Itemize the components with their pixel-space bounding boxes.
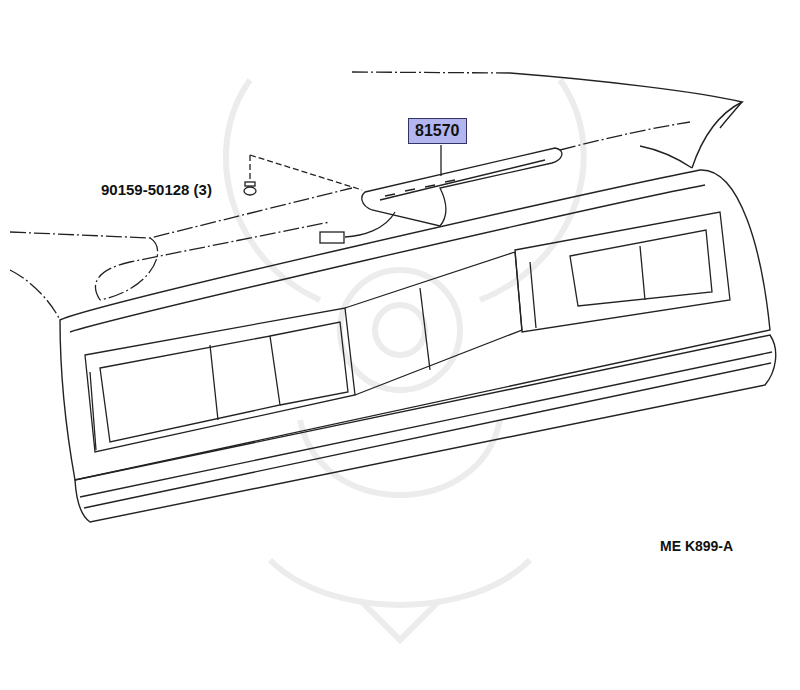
leader-line bbox=[440, 145, 441, 176]
bolt bbox=[244, 155, 362, 195]
callout-number: 81570 bbox=[415, 122, 460, 140]
rear-panel bbox=[60, 170, 776, 522]
part-number: 90159-50128 (3) bbox=[101, 182, 212, 199]
diagram-code: ME K899-A bbox=[660, 539, 733, 554]
body-phantom-lines bbox=[10, 72, 690, 320]
callout-box: 81570 bbox=[408, 118, 467, 144]
watermark bbox=[226, 80, 584, 640]
tail-lamps bbox=[85, 212, 730, 452]
